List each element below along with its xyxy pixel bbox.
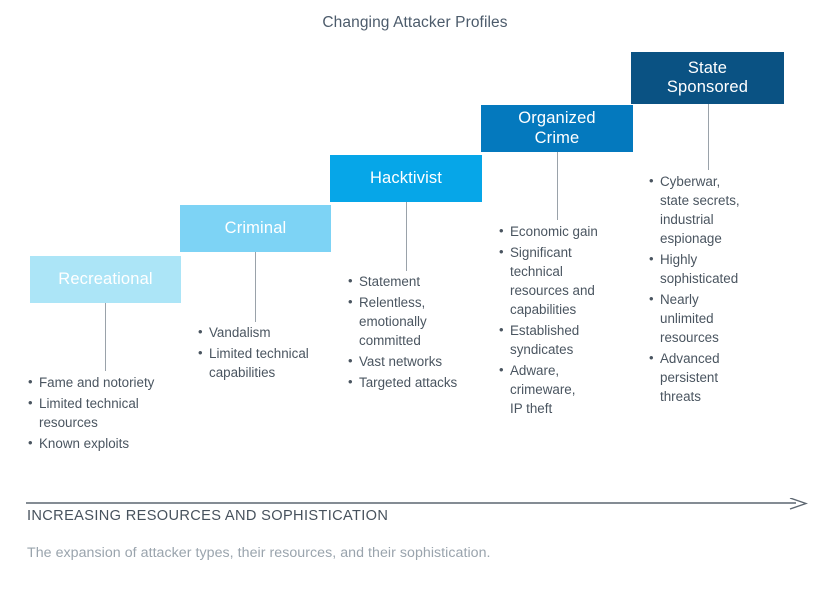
stage-box-criminal: Criminal <box>180 205 331 252</box>
bullet-item: Adware,crimeware,IP theft <box>499 361 639 418</box>
connector-line-recreational <box>105 303 106 371</box>
bullet-list-recreational: Fame and notorietyLimited technicalresou… <box>28 372 193 455</box>
bullet-list-state-sponsored: Cyberwar,state secrets,industrialespiona… <box>649 171 794 408</box>
axis-label: INCREASING RESOURCES AND SOPHISTICATION <box>27 508 389 524</box>
bullet-item: Statement <box>348 271 498 291</box>
connector-line-state-sponsored <box>708 104 709 170</box>
bullet-item: Vandalism <box>198 322 358 342</box>
connector-line-organized-crime <box>557 152 558 220</box>
stage-box-hacktivist: Hacktivist <box>330 155 482 202</box>
figure-caption: The expansion of attacker types, their r… <box>27 545 491 561</box>
bullet-list-hacktivist: StatementRelentless,emotionallycommitted… <box>348 271 498 394</box>
bullet-item: Vast networks <box>348 352 498 371</box>
bullet-item: Economic gain <box>499 221 639 241</box>
bullet-item: Cyberwar,state secrets,industrialespiona… <box>649 171 794 248</box>
bullet-item: Fame and notoriety <box>28 372 193 392</box>
stage-label: Recreational <box>58 269 153 288</box>
connector-line-criminal <box>255 252 256 322</box>
bullet-item: Known exploits <box>28 434 193 453</box>
stage-box-recreational: Recreational <box>30 256 181 303</box>
bullet-item: Targeted attacks <box>348 373 498 392</box>
increasing-axis-arrow-icon <box>26 498 808 510</box>
bullet-list-organized-crime: Economic gainSignificanttechnicalresourc… <box>499 221 639 420</box>
connector-line-hacktivist <box>406 202 407 271</box>
stage-label: Criminal <box>224 218 287 237</box>
stage-label: Hacktivist <box>369 168 443 187</box>
page-title: Changing Attacker Profiles <box>322 14 508 31</box>
